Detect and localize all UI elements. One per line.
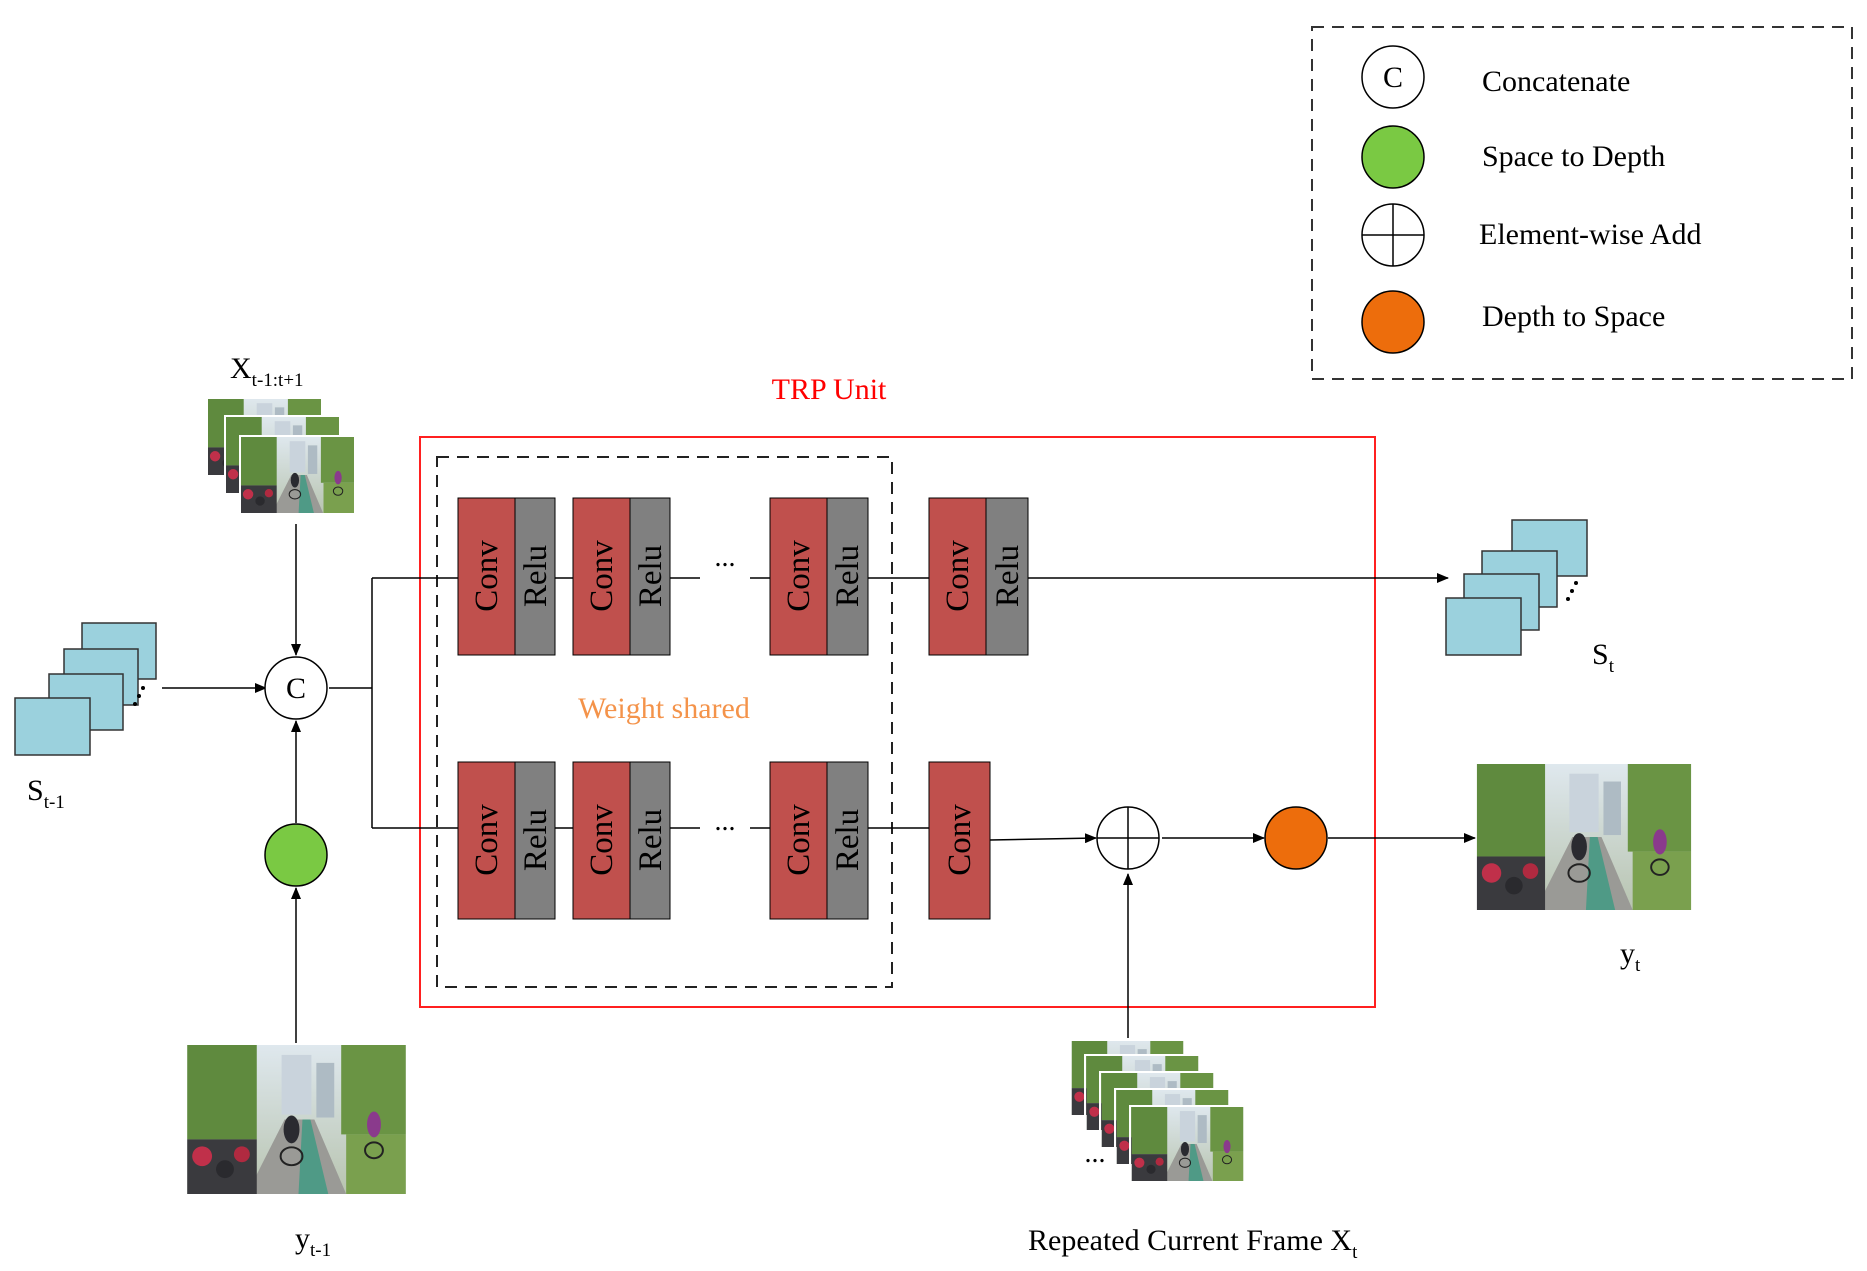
bottom-row: Conv Relu Conv Relu ... Conv Relu Conv <box>457 761 991 920</box>
conv-label: Conv <box>584 804 620 876</box>
trp-unit-label: TRP Unit <box>772 373 887 406</box>
connections <box>162 524 1476 1043</box>
legend-depth-to-space: Depth to Space <box>1482 300 1665 333</box>
conv-relu-block: Conv Relu <box>572 497 671 656</box>
input-frames-stack <box>206 397 356 515</box>
space-to-depth-icon <box>1361 125 1425 189</box>
conv-block: Conv <box>928 761 991 920</box>
element-wise-add-icon <box>1361 203 1425 267</box>
output-label: yt <box>1620 937 1641 976</box>
concat-node-letter: C <box>286 672 306 705</box>
relu-label: Relu <box>518 809 554 871</box>
conv-label: Conv <box>942 804 978 876</box>
depth-to-space-node <box>1264 806 1328 870</box>
legend-element-wise-add: Element-wise Add <box>1479 218 1701 251</box>
prev-output-image <box>187 1045 406 1194</box>
hidden-state-out-label: St <box>1592 638 1615 677</box>
relu-label: Relu <box>633 809 669 871</box>
repeated-frames-ellipsis: ... <box>1085 1138 1106 1169</box>
relu-label: Relu <box>830 809 866 871</box>
conv-label: Conv <box>940 540 976 612</box>
output-image <box>1477 764 1691 910</box>
relu-label: Relu <box>518 545 554 607</box>
conv-relu-block: Conv Relu <box>769 497 869 656</box>
element-wise-add-node <box>1096 806 1160 870</box>
weight-shared-box <box>436 456 893 988</box>
relu-label: Relu <box>830 545 866 607</box>
conv-label: Conv <box>781 540 817 612</box>
conv-relu-block: Conv Relu <box>457 497 556 656</box>
legend-space-to-depth: Space to Depth <box>1482 140 1665 173</box>
hidden-state-prev-stack <box>14 622 157 756</box>
ellipsis: ... <box>715 542 736 573</box>
hidden-state-prev-label: St-1 <box>27 774 65 813</box>
repeated-frames-label: Repeated Current Frame Xt <box>1028 1224 1358 1263</box>
prev-output-label: yt-1 <box>295 1222 331 1261</box>
trp-unit-box <box>419 436 1376 1008</box>
conv-relu-block: Conv Relu <box>457 761 556 920</box>
hidden-state-out-stack <box>1445 519 1588 656</box>
weight-shared-label: Weight shared <box>578 692 750 725</box>
conv-relu-block: Conv Relu <box>769 761 869 920</box>
conv-relu-block: Conv Relu <box>572 761 671 920</box>
concat-icon-letter: C <box>1383 61 1403 94</box>
legend: C Concatenate Space to Depth Element-wis… <box>1311 26 1853 380</box>
concat-node: C <box>264 656 328 720</box>
conv-relu-block: Conv Relu <box>928 497 1029 656</box>
relu-label: Relu <box>633 545 669 607</box>
repeated-frames-stack <box>1069 1039 1246 1183</box>
legend-box <box>1311 26 1853 380</box>
depth-to-space-icon <box>1361 290 1425 354</box>
space-to-depth-node <box>264 823 328 887</box>
top-row: Conv Relu Conv Relu ... Conv Relu Conv R… <box>457 497 1029 656</box>
ellipsis: ... <box>715 806 736 837</box>
conv-label: Conv <box>781 804 817 876</box>
legend-concatenate: Concatenate <box>1482 65 1630 98</box>
conv-label: Conv <box>584 540 620 612</box>
concat-icon <box>1361 45 1425 109</box>
conv-label: Conv <box>469 540 505 612</box>
relu-label: Relu <box>990 545 1026 607</box>
input-frames-label: Xt-1:t+1 <box>230 352 304 391</box>
conv-label: Conv <box>469 804 505 876</box>
